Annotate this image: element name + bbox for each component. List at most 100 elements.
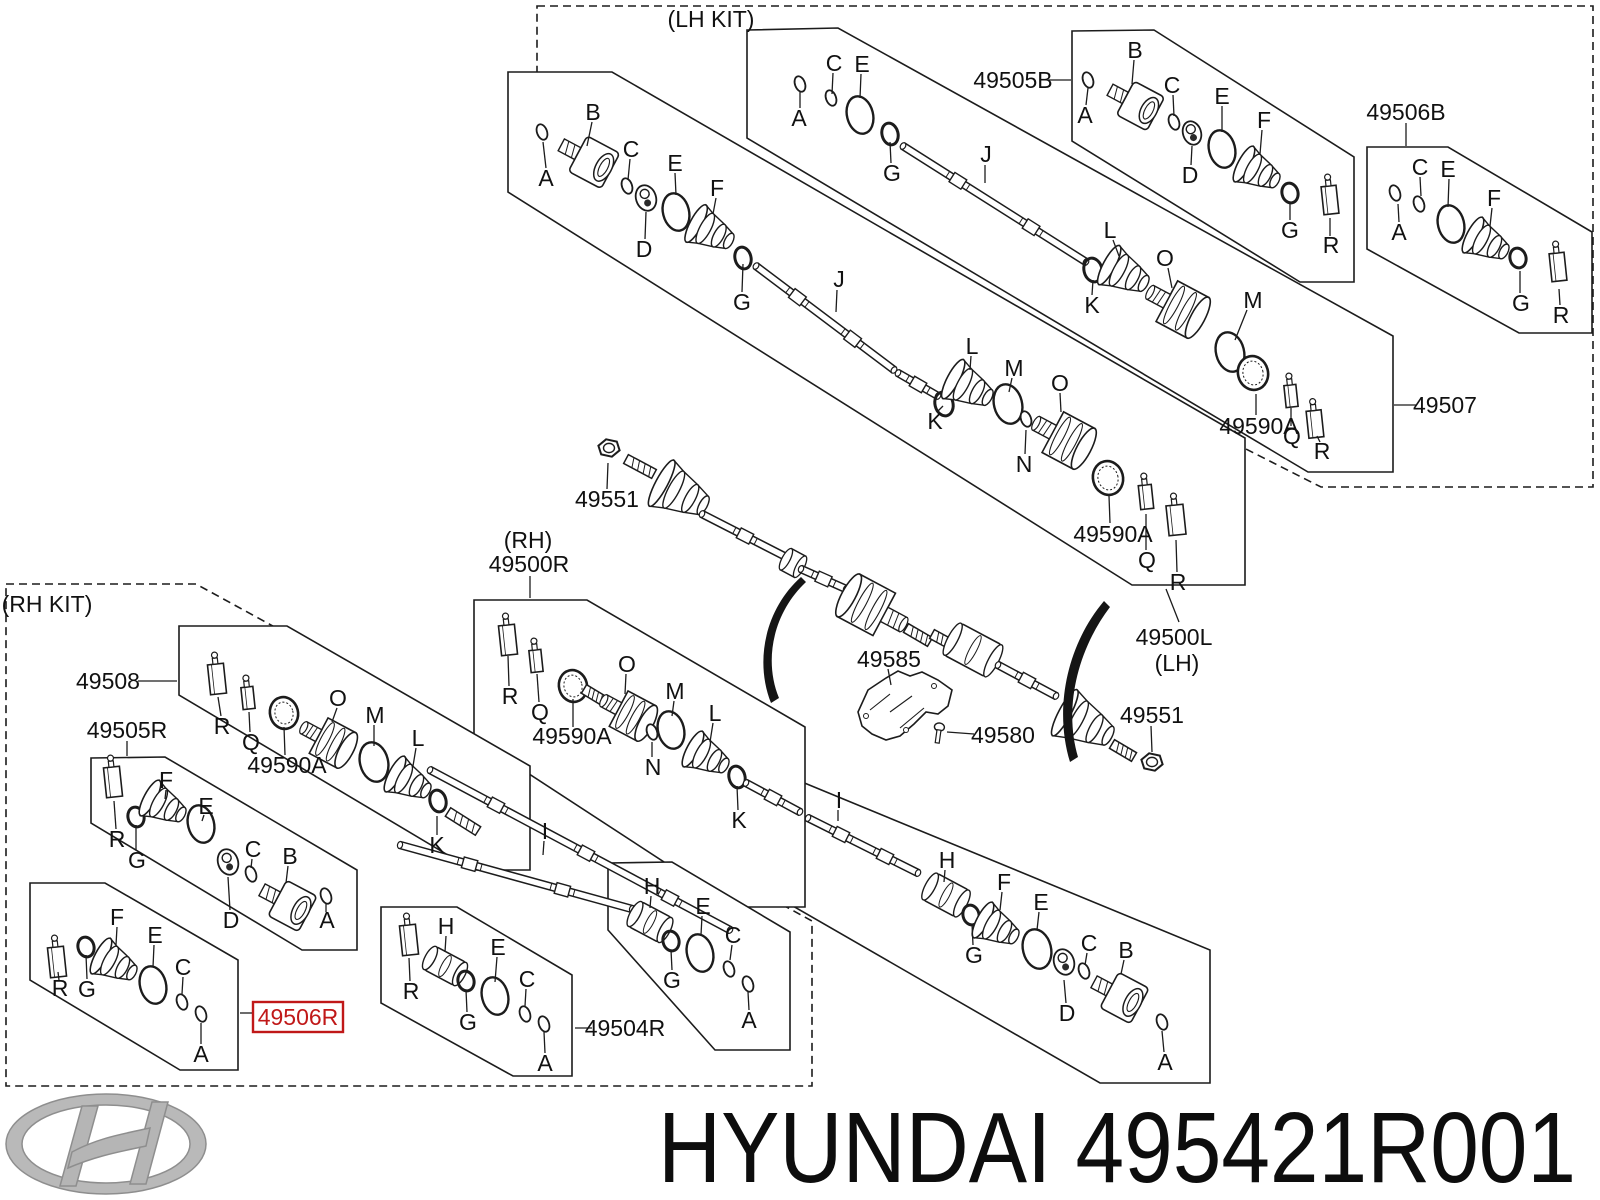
- callout-letter-O: O: [1051, 370, 1069, 396]
- callout-letter-F: F: [110, 904, 124, 930]
- part-number-49507: 49507: [1413, 392, 1477, 418]
- part-cv-boot: [684, 203, 735, 250]
- callout-leader: [889, 141, 892, 164]
- part-clamp-ring: [961, 903, 981, 927]
- callout-letter-G: G: [459, 1009, 477, 1035]
- callout-letter-I: I: [542, 818, 548, 844]
- callout-letter-R: R: [1323, 232, 1340, 258]
- callout-leader: [524, 988, 527, 1007]
- callout-letter-E: E: [667, 150, 682, 176]
- part-snap-ring: [1167, 113, 1181, 131]
- part-snap-ring: [319, 887, 333, 905]
- callout-letter-K: K: [1084, 292, 1100, 318]
- part-axle-shaft: [994, 660, 1060, 701]
- part-boot-band: [1021, 928, 1053, 970]
- callout-leader: [181, 976, 184, 995]
- part-boot-band: [685, 933, 715, 973]
- callout-letter-G: G: [128, 847, 146, 873]
- part-boot-band: [992, 383, 1024, 425]
- callout-leader: [331, 707, 338, 723]
- callout-leader: [217, 696, 222, 717]
- callout-letter-F: F: [1257, 107, 1271, 133]
- callout-leader: [999, 891, 1003, 911]
- part-clamp-ring: [661, 929, 681, 953]
- part-tripod-joint: [921, 872, 971, 918]
- callout-letter-A: A: [193, 1041, 209, 1067]
- callout-leader: [1085, 87, 1089, 106]
- callout-leader: [835, 289, 838, 313]
- callout-leader: [1172, 94, 1175, 117]
- part-number-49500L: 49500L: [1136, 624, 1213, 650]
- part-number-49551: 49551: [1120, 702, 1184, 728]
- callout-letter-E: E: [1440, 156, 1455, 182]
- callout-leader: [1259, 129, 1263, 155]
- callout-leader: [1558, 288, 1561, 306]
- callout-letter-F: F: [1487, 185, 1501, 211]
- callout-letter-O: O: [1156, 245, 1174, 271]
- callout-letter-R: R: [403, 978, 420, 1004]
- callout-leader: [1036, 911, 1040, 931]
- part-damper-clamp: [268, 695, 300, 731]
- part-tripod-joint: [626, 900, 674, 944]
- callout-letter-E: E: [490, 934, 505, 960]
- part-number-RH: (RH): [504, 527, 553, 553]
- callout-leader: [507, 655, 510, 687]
- callout-leader: [115, 926, 118, 946]
- callout-letter-L: L: [1104, 217, 1117, 243]
- callout-leader: [542, 141, 547, 169]
- part-clamp-ring: [1280, 181, 1300, 205]
- callout-letter-B: B: [282, 843, 297, 869]
- callout-letter-Q: Q: [531, 699, 549, 725]
- part-number-49500R: 49500R: [489, 551, 570, 577]
- callout-letter-E: E: [1214, 83, 1229, 109]
- part-spider-plate: [1052, 948, 1076, 976]
- part-dynamic-damper: [778, 547, 808, 579]
- part-axle-shaft: [698, 509, 792, 563]
- callout-letter-N: N: [645, 754, 662, 780]
- callout-letter-G: G: [965, 942, 983, 968]
- callout-letter-M: M: [665, 678, 684, 704]
- part-snap-ring: [175, 993, 189, 1011]
- label-leader: [1165, 588, 1180, 623]
- part-grease-packet: [1548, 240, 1568, 283]
- callout-letter-K: K: [429, 832, 445, 858]
- callout-leader: [729, 944, 733, 961]
- callout-leader: [831, 72, 834, 95]
- part-snap-ring: [620, 177, 634, 195]
- part-outer-joint: [1031, 410, 1098, 471]
- part-clamp-ring: [733, 245, 753, 271]
- callout-leader: [85, 954, 88, 980]
- callout-leader: [1397, 203, 1400, 223]
- label-leader: [1108, 495, 1111, 524]
- part-snap-ring: [1155, 1013, 1169, 1031]
- callout-leader: [674, 172, 677, 196]
- brush-swoosh: [1063, 601, 1110, 762]
- callout-leader: [943, 869, 946, 883]
- callout-letter-D: D: [1182, 162, 1199, 188]
- callout-leader: [709, 722, 714, 743]
- callout-letter-O: O: [329, 685, 347, 711]
- callout-letter-C: C: [519, 966, 536, 992]
- callout-letter-H: H: [438, 913, 455, 939]
- callout-letter-A: A: [1391, 219, 1407, 245]
- callout-letter-A: A: [791, 105, 807, 131]
- part-axle-shaft: [797, 564, 850, 594]
- callout-letter-N: N: [1016, 451, 1033, 477]
- part-outer-joint: [834, 573, 909, 637]
- callout-leader: [741, 263, 744, 293]
- callout-letter-J: J: [833, 266, 845, 292]
- part-snap-ring: [518, 1005, 532, 1023]
- callout-leader: [1175, 539, 1178, 573]
- callout-leader: [57, 971, 60, 981]
- part-number-49585: 49585: [857, 646, 921, 672]
- callout-letter-A: A: [537, 1050, 553, 1076]
- part-boot-band: [1207, 129, 1237, 169]
- callout-letter-A: A: [1157, 1049, 1173, 1075]
- callout-leader: [736, 785, 739, 811]
- part-tripod-joint: [942, 622, 1004, 678]
- part-number-RHKIT: (RH KIT): [2, 591, 93, 617]
- part-boot-band: [661, 192, 691, 232]
- part-grease-packet: [206, 651, 228, 696]
- part-cv-boot: [971, 901, 1020, 945]
